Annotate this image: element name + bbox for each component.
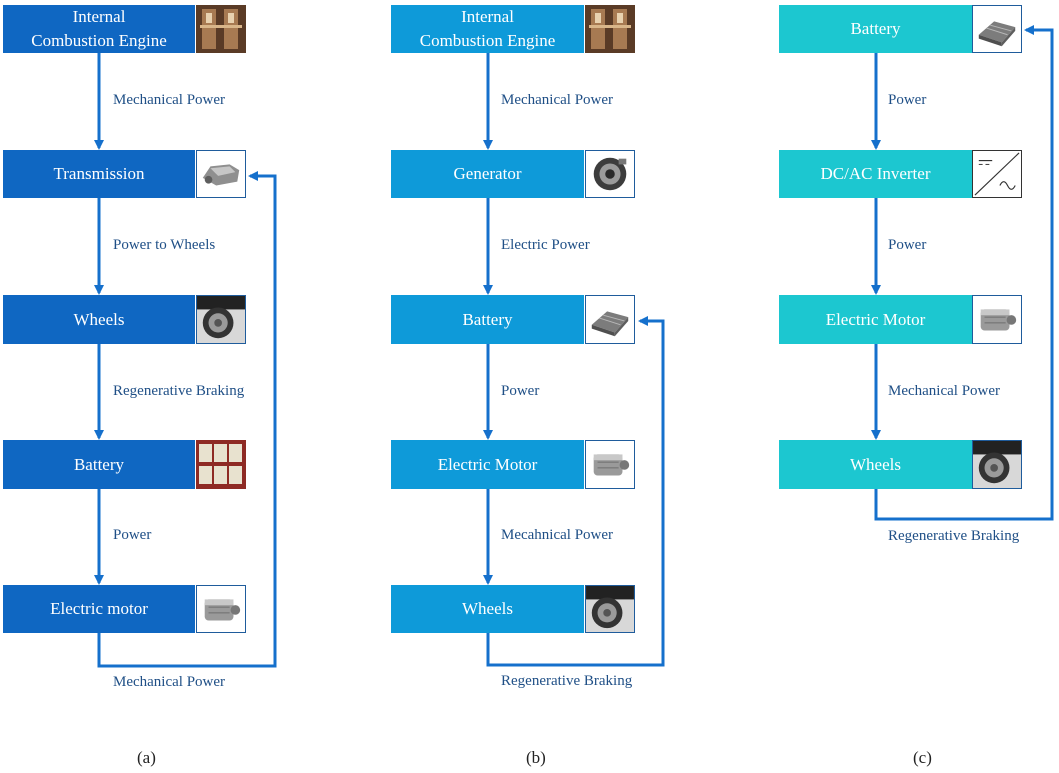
node-b-engine: Internal Combustion Engine: [391, 5, 584, 53]
wheel-icon: [972, 440, 1022, 489]
node-label: Battery: [73, 454, 125, 474]
node-label: Wheels: [850, 454, 901, 474]
node-label: Battery: [850, 19, 901, 38]
edge-label: Power to Wheels: [113, 237, 216, 253]
node-c-electric-motor: Electric Motor: [779, 295, 972, 344]
node-label: Electric Motor: [437, 454, 538, 474]
edge-label: Mecahnical Power: [501, 527, 614, 543]
node-a-electric-motor: Electric motor: [3, 585, 195, 633]
feedback-label: Mechanical Power: [113, 674, 226, 690]
wheel-icon: [196, 295, 246, 344]
wheel-icon: [585, 585, 635, 633]
edge-label: Mechanical Power: [113, 92, 226, 108]
node-a-transmission: Transmission: [3, 150, 195, 198]
node-label: Electric Motor: [825, 309, 926, 329]
node-label: Electric motor: [50, 599, 148, 618]
panel-caption: (c): [913, 748, 932, 767]
feedback-label: Regenerative Braking: [501, 673, 633, 689]
edge-label: Power: [113, 527, 152, 543]
transmission-icon: [196, 150, 246, 198]
node-c-battery: Battery: [779, 5, 972, 53]
battery-icon: [972, 5, 1022, 53]
node-label: Battery: [462, 309, 513, 329]
edge-label: Mechanical Power: [501, 92, 614, 108]
edge-label: Mechanical Power: [888, 383, 1001, 399]
node-label: DC/AC Inverter: [820, 164, 931, 183]
node-label: Wheels: [73, 309, 125, 329]
feedback-arrow-b: [486, 316, 665, 667]
node-b-wheels: Wheels: [391, 585, 584, 633]
panel-caption: (b): [526, 748, 546, 767]
edge-label: Regenerative Braking: [113, 383, 245, 399]
node-label: Transmission: [53, 164, 145, 183]
battery-icon: [585, 295, 635, 344]
motor-icon: [196, 585, 246, 633]
node-a-battery: Battery: [3, 440, 195, 489]
battery-pack-icon: [196, 440, 246, 489]
node-label: Combustion Engine: [419, 31, 556, 50]
node-label: Internal: [461, 7, 514, 26]
node-c-inverter: DC/AC Inverter: [779, 150, 972, 198]
node-c-wheels: Wheels: [779, 440, 972, 489]
node-b-electric-motor: Electric Motor: [391, 440, 584, 489]
edge-label: Power: [888, 92, 927, 108]
feedback-arrow-a: [97, 171, 277, 668]
edge-label: Power: [888, 237, 927, 253]
feedback-label: Regenerative Braking: [888, 528, 1020, 544]
engine-icon: [196, 5, 246, 53]
node-b-battery: Battery: [391, 295, 584, 344]
panel-caption: (a): [137, 748, 156, 767]
edge-label: Electric Power: [501, 237, 590, 253]
motor-icon: [585, 440, 635, 489]
node-label: Internal: [72, 7, 126, 26]
node-b-generator: Generator: [391, 150, 584, 198]
node-a-wheels: Wheels: [3, 295, 195, 344]
node-label: Combustion Engine: [31, 31, 167, 50]
engine-icon: [585, 5, 635, 53]
edge-label: Power: [501, 383, 540, 399]
generator-icon: [585, 150, 635, 198]
inverter-icon: [972, 150, 1022, 198]
node-a-engine: Internal Combustion Engine: [3, 5, 195, 53]
node-label: Generator: [453, 164, 522, 183]
node-label: Wheels: [462, 599, 513, 618]
motor-icon: [972, 295, 1022, 344]
feedback-arrow-c: [874, 25, 1054, 521]
